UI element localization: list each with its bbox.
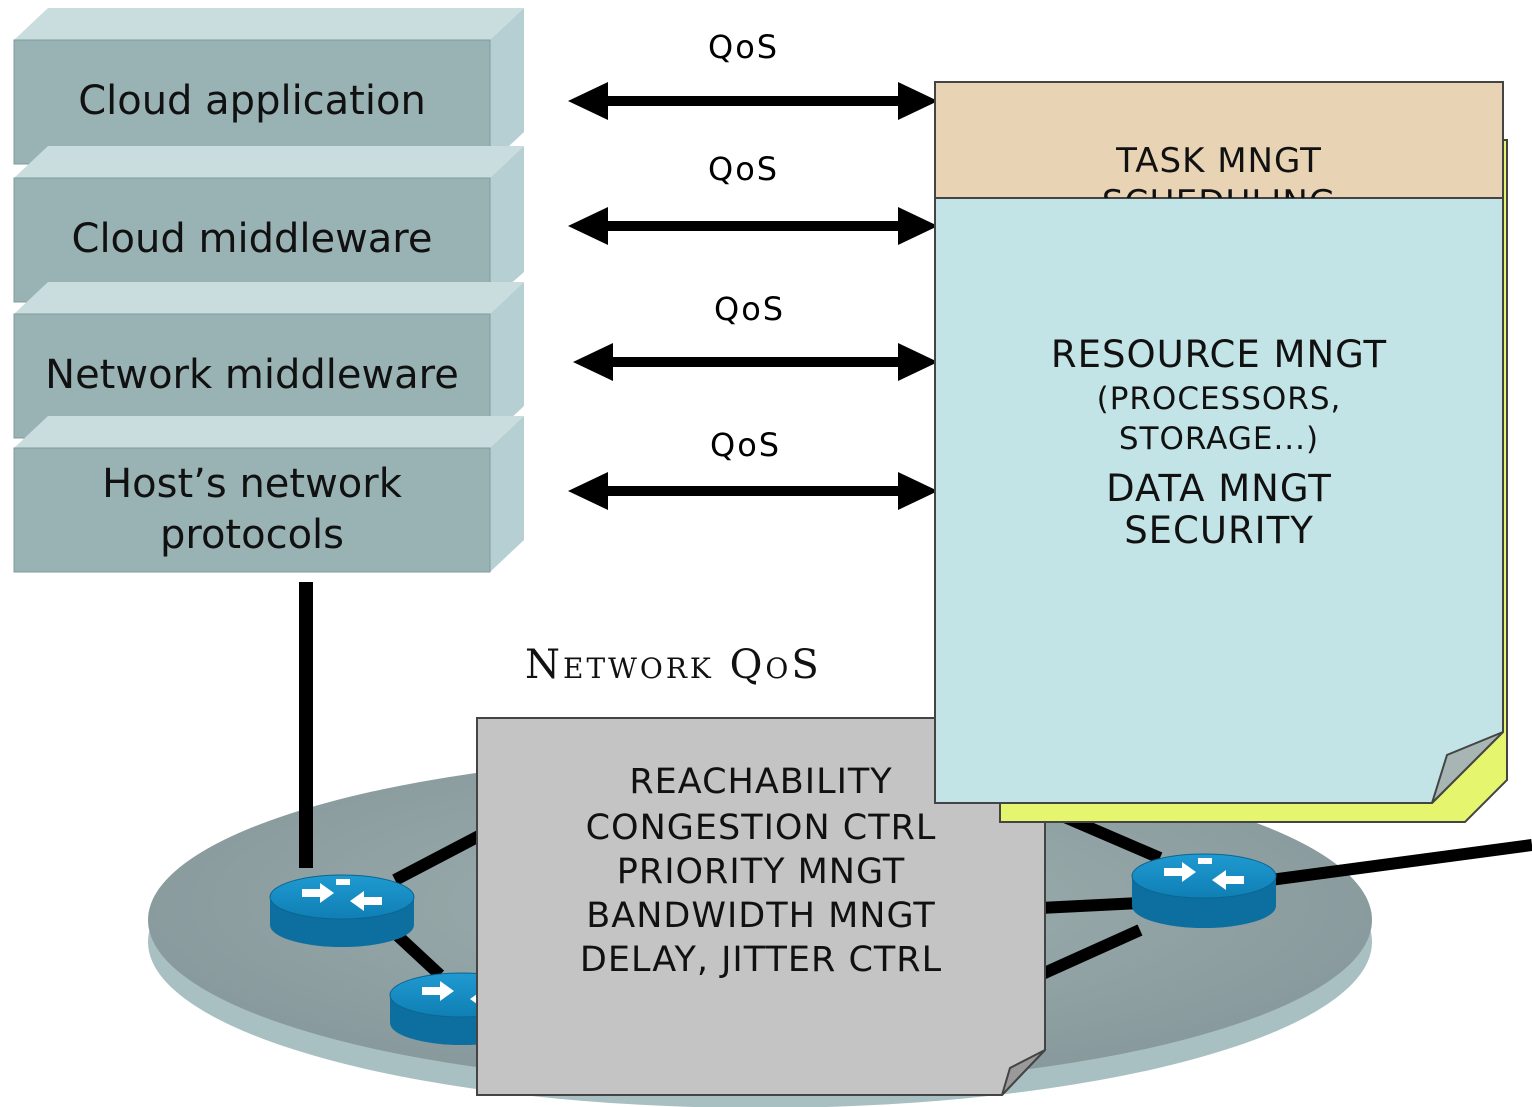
layer-cloud-application: Cloud application — [78, 78, 426, 125]
qos-arrow-2 — [568, 207, 938, 245]
network-title-clip: Network QoS — [520, 640, 935, 698]
qos-arrow-3 — [573, 343, 938, 381]
resource-note-shape — [934, 197, 1504, 804]
network-qos-title: Network QoS — [525, 642, 822, 688]
task-note-shape — [934, 81, 1504, 208]
resource-note-line4: DATA MNGT — [1106, 467, 1332, 510]
layer-cloud-middleware: Cloud middleware — [71, 216, 433, 263]
resource-note-line5: SECURITY — [1124, 509, 1314, 552]
resource-note-line3: STORAGE...) — [1118, 421, 1320, 457]
layer-host-network-protocols: Host’s network protocols — [102, 460, 402, 558]
task-note-line1: TASK MNGT — [1116, 141, 1322, 181]
task-note: TASK MNGT SCHEDULING — [935, 140, 1503, 198]
qos-arrows — [568, 82, 938, 510]
network-note-line1: REACHABILITY — [629, 762, 893, 802]
network-note-line3: PRIORITY MNGT — [616, 852, 906, 892]
router-icon — [1131, 853, 1277, 928]
qos-label: QoS — [710, 426, 782, 464]
network-note-line1-clip: REACHABILITY — [477, 760, 935, 804]
resource-note-line2: (PROCESSORS, — [1096, 381, 1342, 417]
qos-arrow-4 — [568, 472, 938, 510]
router-icon — [269, 874, 415, 947]
network-note-line5: DELAY, JITTER CTRL — [579, 940, 943, 980]
resource-note-line1: RESOURCE MNGT — [1050, 333, 1388, 376]
network-note-line2: CONGESTION CTRL — [585, 808, 937, 848]
qos-label: QoS — [714, 290, 786, 328]
network-note-line4: BANDWIDTH MNGT — [586, 896, 936, 936]
layer-stack — [13, 8, 524, 573]
layer-network-middleware: Network middleware — [45, 352, 459, 399]
qos-arrow-1 — [568, 82, 938, 120]
qos-label: QoS — [708, 28, 780, 66]
qos-label: QoS — [708, 150, 780, 188]
network-note: REACHABILITY CONGESTION CTRL PRIORITY MN… — [477, 760, 1045, 990]
task-note-line2: SCHEDULING — [935, 182, 1503, 198]
